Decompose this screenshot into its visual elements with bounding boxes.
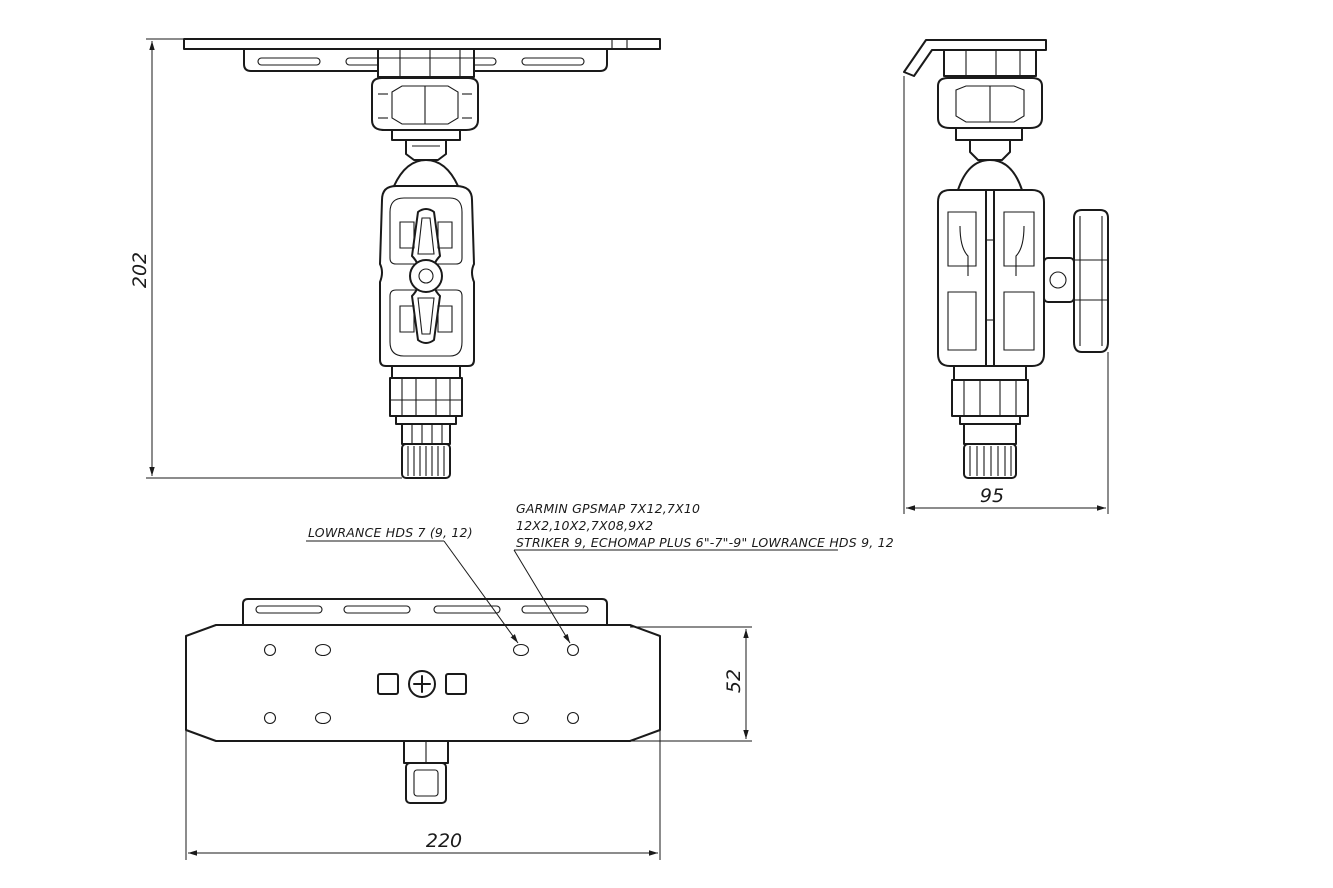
garmin-note-line-2: 12X2,10X2,7X08,9X2 (516, 518, 653, 533)
side-view (903, 39, 1109, 479)
front-ball (393, 159, 459, 187)
mount-hole (263, 643, 277, 657)
mount-slot (314, 711, 332, 725)
plate-width-dimension: 220 (185, 730, 661, 860)
front-view (183, 38, 661, 479)
side-knurled-base (963, 443, 1017, 479)
side-ball (957, 159, 1023, 191)
square-recess-right (445, 673, 467, 695)
plan-flange (242, 598, 608, 626)
height-dimension: 202 (129, 38, 402, 479)
mount-hole (263, 711, 277, 725)
leader-notes: LOWRANCE HDS 7 (9, 12) GARMIN GPSMAP 7X1… (306, 501, 894, 644)
mount-hole (566, 711, 580, 725)
plan-view (185, 598, 661, 804)
width-dimension: 95 (903, 76, 1109, 514)
plate-height-label: 52 (723, 669, 745, 693)
plate-height-dimension: 52 (448, 626, 752, 742)
square-recess-left (377, 673, 399, 695)
lowrance-note: LOWRANCE HDS 7 (9, 12) (308, 525, 473, 540)
side-upper-hub (943, 49, 1037, 77)
front-lower-collar (389, 377, 463, 417)
side-arm-right (993, 189, 1045, 367)
plate-width-label: 220 (426, 830, 462, 852)
garmin-note-line-3: STRIKER 9, ECHOMAP PLUS 6"-7"-9" LOWRANC… (516, 535, 894, 550)
side-neck (969, 139, 1011, 161)
side-arm-left (937, 189, 987, 367)
front-center-knob (409, 259, 443, 293)
mount-slot (314, 643, 332, 657)
height-dimension-label: 202 (129, 252, 151, 288)
front-stem (401, 423, 451, 445)
side-knob-shaft (1043, 257, 1075, 303)
side-lower-collar (951, 379, 1029, 417)
mount-hole (566, 643, 580, 657)
side-stem (963, 423, 1017, 445)
garmin-note-line-1: GARMIN GPSMAP 7X12,7X10 (516, 501, 700, 516)
plan-clamp-lower (405, 762, 447, 804)
side-knob-wings (1073, 209, 1109, 353)
front-neck (405, 139, 447, 161)
mount-slot (512, 643, 530, 657)
side-width-label: 95 (980, 485, 1004, 507)
mount-slot (512, 711, 530, 725)
side-top-plate (903, 39, 1047, 77)
front-top-plate (183, 38, 661, 50)
